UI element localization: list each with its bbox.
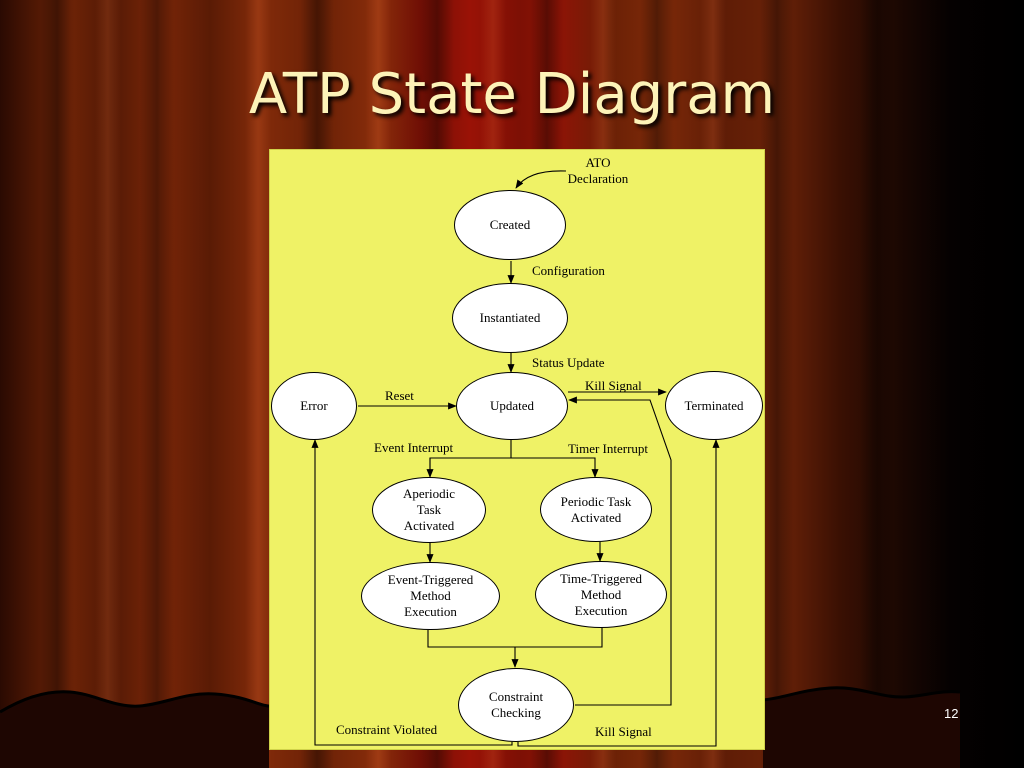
status-update-label: Status Update — [532, 355, 605, 370]
reset-label: Reset — [385, 388, 414, 403]
state-aperiodic-task-activated: Aperiodic Task Activated — [372, 477, 486, 543]
curtain-fold — [760, 0, 794, 768]
state-created: Created — [454, 190, 566, 260]
state-time-triggered-method-execution: Time-Triggered Method Execution — [535, 561, 667, 628]
curtain-highlight — [245, 0, 271, 768]
diagram-connectors — [311, 170, 720, 747]
slide-number: 12 — [944, 706, 959, 721]
configuration-label: Configuration — [532, 263, 605, 278]
state-terminated: Terminated — [665, 371, 763, 440]
curtain-fold — [140, 0, 174, 768]
constraint-violated-arrow — [311, 439, 513, 746]
state-event-triggered-method-execution: Event-Triggered Method Execution — [361, 562, 500, 630]
slide-title: ATP State Diagram — [248, 62, 776, 127]
state-constraint-checking: Constraint Checking — [458, 668, 574, 742]
kill-signal-bottom-arrow — [517, 439, 720, 747]
curtain-fold — [40, 0, 74, 768]
state-instantiated: Instantiated — [452, 283, 568, 353]
ato-declaration-label: ATO Declaration — [567, 155, 629, 186]
state-error: Error — [271, 372, 357, 440]
constraint-return-arrow — [568, 396, 672, 706]
execution-merge-line — [427, 628, 603, 648]
timer-interrupt-label: Timer Interrupt — [568, 441, 649, 456]
curtain-highlight — [95, 0, 121, 768]
timer-interrupt-arrow — [511, 457, 599, 478]
ato-declaration-arrow — [515, 170, 567, 189]
kill-signal-bottom-label: Kill Signal — [595, 724, 652, 739]
constraint-violated-label: Constraint Violated — [336, 722, 438, 737]
event-interrupt-label: Event Interrupt — [374, 440, 454, 455]
curtain-fold — [860, 0, 894, 768]
state-diagram-panel: ATO Declaration Configuration Status Upd… — [269, 149, 765, 750]
kill-signal-top-label: Kill Signal — [585, 378, 642, 393]
state-updated: Updated — [456, 372, 568, 440]
state-periodic-task-activated: Periodic Task Activated — [540, 477, 652, 542]
